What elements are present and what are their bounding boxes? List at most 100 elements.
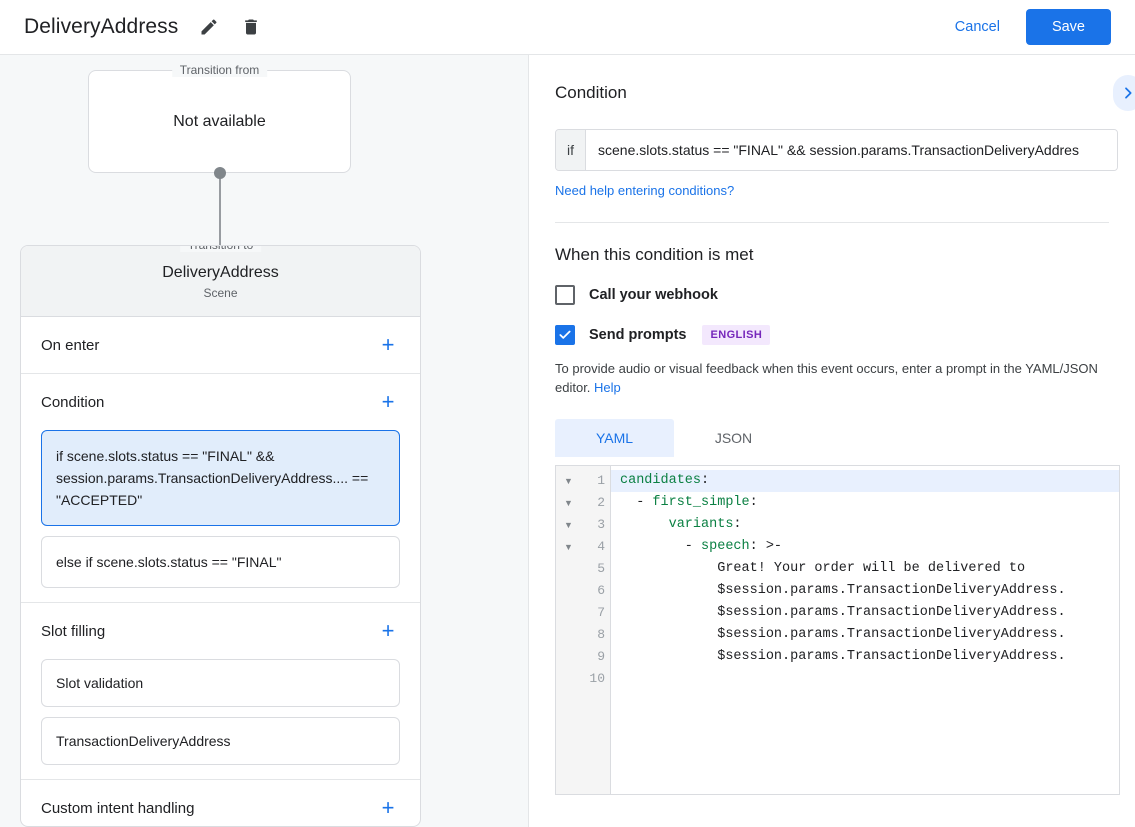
scene-subtitle: Scene [203, 286, 238, 300]
code-indent [620, 605, 717, 620]
line-number: 8 [597, 627, 605, 642]
code-indent [620, 627, 717, 642]
code-value-token: : [733, 517, 742, 532]
condition-item-selected[interactable]: if scene.slots.status == "FINAL" && sess… [41, 430, 400, 526]
prompt-helper-text: To provide audio or visual feedback when… [555, 359, 1120, 397]
tab-json[interactable]: JSON [714, 430, 753, 446]
webhook-row[interactable]: Call your webhook [555, 285, 1109, 305]
section-slot-filling[interactable]: Slot filling + [21, 603, 420, 659]
top-app-bar: DeliveryAddress Cancel Save [0, 0, 1135, 55]
line-number: 6 [597, 583, 605, 598]
code-indent [620, 561, 717, 576]
condition-expression-input[interactable] [586, 130, 1117, 170]
code-indent [620, 649, 717, 664]
condition-details-panel: Condition if Need help entering conditio… [529, 55, 1135, 827]
code-line[interactable]: $session.params.TransactionDeliveryAddre… [611, 624, 1119, 646]
code-indent: - [620, 495, 653, 510]
fold-toggle-icon [556, 646, 581, 668]
prompt-help-link[interactable]: Help [594, 380, 621, 395]
code-line[interactable]: $session.params.TransactionDeliveryAddre… [611, 646, 1119, 668]
line-number: 2 [597, 495, 605, 510]
add-custom-intent-icon[interactable]: + [381, 795, 395, 820]
fold-toggle-icon [556, 602, 581, 624]
slot-filling-list: Slot validation TransactionDeliveryAddre… [21, 659, 420, 779]
code-value-token: : [749, 495, 758, 510]
chevron-right-glyph [1125, 87, 1132, 99]
prompt-helper-text-body: To provide audio or visual feedback when… [555, 361, 1098, 395]
code-key-token: candidates [620, 473, 702, 488]
editor-code-area[interactable]: candidates: - first_simple: variants: - … [611, 466, 1119, 794]
code-indent [620, 583, 717, 598]
fold-toggle-icon[interactable]: ▼ [564, 498, 573, 508]
code-line[interactable]: - first_simple: [611, 492, 1119, 514]
call-webhook-checkbox[interactable] [555, 285, 575, 305]
fold-toggle-icon [556, 580, 581, 602]
section-condition[interactable]: Condition + [21, 374, 420, 430]
page-title: DeliveryAddress [24, 15, 179, 38]
section-on-enter-label: On enter [41, 336, 100, 354]
add-slot-filling-icon[interactable]: + [381, 618, 395, 643]
code-line[interactable]: - speech: >- [611, 536, 1119, 558]
add-on-enter-icon[interactable]: + [381, 332, 395, 357]
code-line[interactable]: $session.params.TransactionDeliveryAddre… [611, 602, 1119, 624]
call-webhook-label: Call your webhook [589, 287, 718, 303]
code-value-token: : >- [749, 539, 783, 554]
transition-to-legend: Transition to [179, 246, 262, 252]
code-line[interactable]: $session.params.TransactionDeliveryAddre… [611, 580, 1119, 602]
code-line[interactable]: variants: [611, 514, 1119, 536]
code-indent [620, 517, 669, 532]
condition-help-link[interactable]: Need help entering conditions? [555, 183, 735, 198]
fold-toggle-icon[interactable]: ▼ [564, 520, 573, 530]
send-prompts-checkbox[interactable] [555, 325, 575, 345]
transition-from-card: Transition from Not available [88, 63, 351, 173]
chevron-right-icon[interactable] [1113, 75, 1135, 111]
fold-toggle-icon[interactable]: ▼ [564, 542, 573, 552]
fold-toggle-icon[interactable]: ▼ [564, 476, 573, 486]
trash-icon-glyph [245, 19, 258, 35]
panel-divider [555, 222, 1109, 223]
when-condition-met-heading: When this condition is met [555, 245, 754, 264]
line-number: 3 [597, 517, 605, 532]
send-prompts-row[interactable]: Send prompts ENGLISH [555, 325, 1109, 345]
line-number: 1 [597, 473, 605, 488]
line-number: 7 [597, 605, 605, 620]
scene-header: DeliveryAddress Scene [21, 246, 420, 317]
language-badge: ENGLISH [702, 325, 771, 345]
section-condition-label: Condition [41, 393, 105, 411]
section-custom-intent-handling[interactable]: Custom intent handling + [21, 780, 420, 826]
editor-fold-column: ▼ ▼ ▼ ▼ [556, 466, 581, 794]
save-button[interactable]: Save [1025, 9, 1111, 45]
code-value-token: Great! Your order will be delivered to [717, 561, 1026, 576]
section-on-enter[interactable]: On enter + [21, 317, 420, 373]
code-line[interactable]: Great! Your order will be delivered to [611, 558, 1119, 580]
trash-icon[interactable] [234, 10, 268, 44]
cancel-button[interactable]: Cancel [941, 10, 1014, 44]
code-value-token: $session.params.TransactionDeliveryAddre… [717, 627, 1066, 642]
list-item[interactable]: TransactionDeliveryAddress [41, 717, 400, 765]
code-key-token: first_simple [652, 495, 750, 510]
condition-list: if scene.slots.status == "FINAL" && sess… [21, 430, 420, 602]
transition-from-legend: Transition from [171, 63, 268, 77]
fold-toggle-icon [556, 624, 581, 646]
code-key-token: speech [701, 539, 750, 554]
code-line[interactable] [611, 668, 1119, 690]
code-indent: - [620, 539, 702, 554]
code-value-token: $session.params.TransactionDeliveryAddre… [717, 583, 1066, 598]
pencil-icon[interactable] [192, 10, 226, 44]
transition-graph-panel: Transition from Not available Transition… [0, 55, 529, 827]
condition-item[interactable]: else if scene.slots.status == "FINAL" [41, 536, 400, 588]
code-line[interactable]: candidates: [611, 470, 1119, 492]
list-item[interactable]: Slot validation [41, 659, 400, 707]
transition-to-scene-card: Transition to DeliveryAddress Scene On e… [20, 245, 421, 827]
fold-toggle-icon [556, 668, 581, 690]
condition-section: Condition if Need help entering conditio… [529, 55, 1135, 223]
section-divider [21, 602, 420, 603]
add-condition-icon[interactable]: + [381, 389, 395, 414]
pencil-icon-glyph [201, 19, 217, 35]
code-value-token: : [701, 473, 710, 488]
line-number: 9 [597, 649, 605, 664]
if-prefix-label: if [556, 130, 586, 170]
tab-yaml[interactable]: YAML [555, 419, 674, 457]
